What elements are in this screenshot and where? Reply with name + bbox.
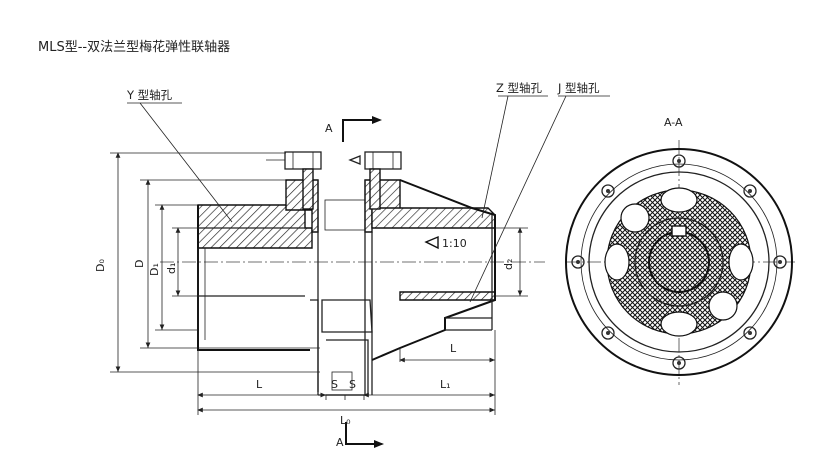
section-arrow-bottom: A [336, 422, 384, 449]
dim-L-right: L [450, 342, 457, 355]
section-view-label: A-A [664, 116, 683, 129]
section-arrow-top: A [325, 116, 382, 142]
dim-D: D [133, 260, 146, 268]
spider-petals [604, 187, 754, 337]
arrow-bottom-label: A [336, 436, 344, 449]
callout-j-shaft: J 型轴孔 [469, 81, 610, 303]
callout-z-shaft: Z 型轴孔 [481, 81, 548, 219]
arrow-top-label: A [325, 122, 333, 135]
right-hub-outline [371, 179, 496, 361]
dim-S2: S [349, 378, 356, 391]
bolt-left [266, 151, 322, 210]
page-title: MLS型--双法兰型梅花弹性联轴器 [38, 39, 230, 55]
side-view [160, 151, 545, 396]
callout-z-label: Z 型轴孔 [496, 81, 543, 95]
dim-d1: d₁ [165, 263, 178, 274]
spider-upper [324, 199, 366, 231]
dim-L0: L₀ [340, 414, 351, 427]
left-hub-upper [197, 204, 313, 249]
diameter-dims: D₀ D D₁ d₁ [94, 152, 320, 373]
right-hub-lower-band [399, 291, 496, 301]
right-hub-upper [371, 207, 496, 229]
dim-D0: D₀ [94, 259, 107, 272]
dim-L-left: L [256, 378, 263, 391]
callout-y-label: Y 型轴孔 [126, 88, 173, 102]
dim-D1: D₁ [148, 263, 161, 276]
bolt-right [348, 151, 402, 210]
length-dims: L S S L₁ L₀ L [197, 330, 496, 427]
callout-y-shaft: Y 型轴孔 [126, 88, 233, 223]
taper-mark: 1:10 [424, 235, 467, 250]
dim-L1: L₁ [440, 378, 451, 391]
dim-d2: d₂ [502, 259, 515, 270]
section-view: A-A [565, 116, 795, 385]
keyway [671, 225, 687, 237]
dim-d2-group: d₂ [495, 227, 528, 297]
bolt-holes [571, 154, 787, 370]
dim-S1: S [331, 378, 338, 391]
taper-label: 1:10 [442, 237, 467, 250]
callout-j-label: J 型轴孔 [557, 81, 600, 95]
